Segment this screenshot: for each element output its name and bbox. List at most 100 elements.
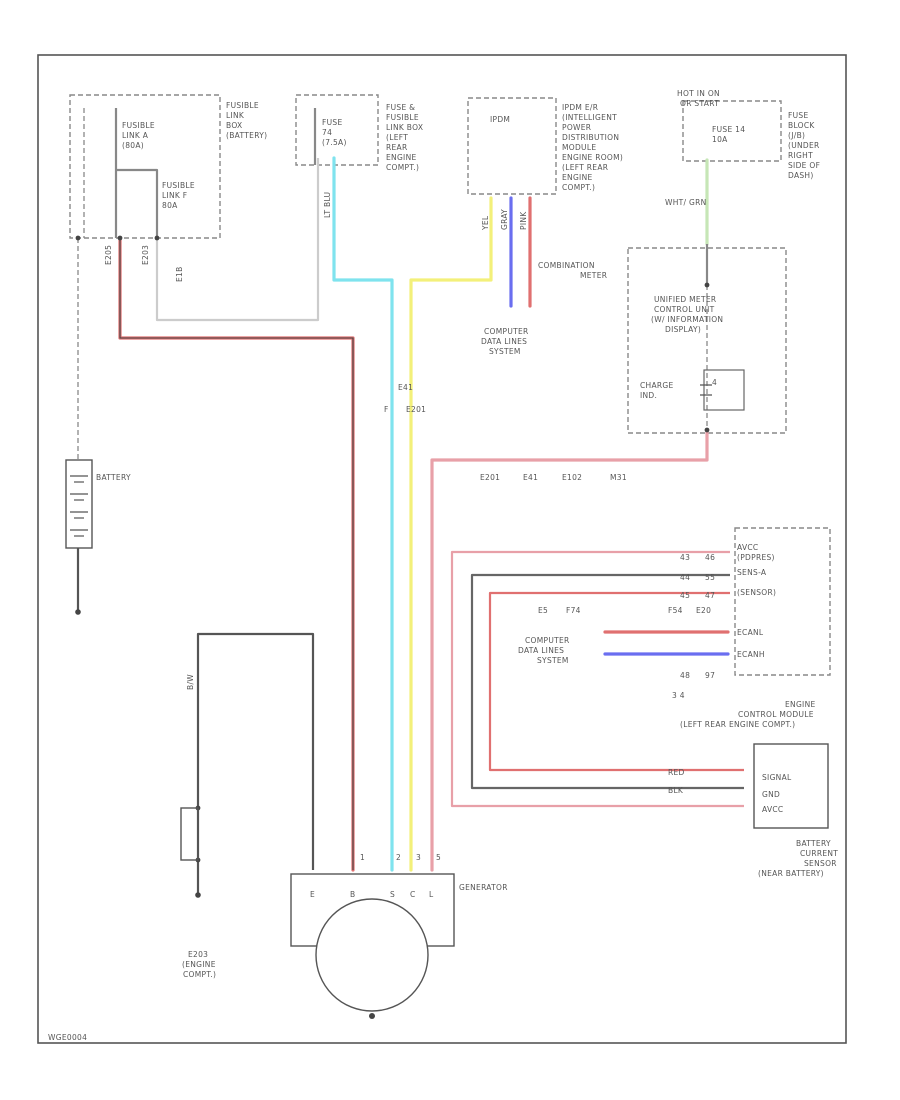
connector-e20: E20 (696, 606, 711, 615)
unified-meter-2: (W/ INFORMATION (651, 315, 723, 324)
charge-ind-1: IND. (640, 391, 657, 400)
wire-code-e205: E205 (104, 245, 113, 265)
fusible-link-f-0: FUSIBLE (162, 181, 195, 190)
fusible-link-box-label-2: BOX (226, 121, 242, 130)
fuse-block-1: BLOCK (788, 121, 815, 130)
ecm-label-1: CONTROL MODULE (738, 710, 814, 719)
fuse-block-2: (J/B) (788, 131, 805, 140)
pin-4: 4 (712, 378, 717, 387)
b-terminal-red-wire (118, 236, 355, 872)
connector-dots (75, 235, 710, 1019)
wire-code-e1b: E1B (175, 266, 184, 282)
generator-body (315, 898, 429, 1012)
combination-meter-0: COMBINATION (538, 261, 595, 270)
pin-43: 43 (680, 553, 690, 562)
footer-code: WGE0004 (48, 1033, 87, 1042)
fuse-74-1: 74 (322, 128, 332, 137)
pin-48: 48 (680, 671, 690, 680)
charge-indicator-lamp (700, 384, 712, 396)
connector-f74: F74 (566, 606, 581, 615)
avcc-pink-wire (450, 550, 744, 808)
ipdm-label-1: (INTELLIGENT (562, 113, 617, 122)
connector-f54: F54 (668, 606, 683, 615)
charge-ind-0: CHARGE (640, 381, 674, 390)
battery-sensor-0: BATTERY (796, 839, 831, 848)
ecm-pin-ecanh: ECANH (737, 650, 765, 659)
wire-code-lt-blu: LT BLU (323, 192, 332, 218)
battery-current-sensor-box (753, 743, 829, 829)
computer-data-2-1: DATA LINES (518, 646, 564, 655)
fuse-block-5: SIDE OF (788, 161, 820, 170)
unified-meter-0: UNIFIED METER (654, 295, 716, 304)
ipdm-label-4: MODULE (562, 143, 596, 152)
fuse-block-3: (UNDER (788, 141, 820, 150)
battery-sensor-2: SENSOR (804, 859, 837, 868)
connector-e41: E41 (523, 473, 538, 482)
hot-in-on-1: OR START (680, 99, 719, 108)
fusible-link-a-0: FUSIBLE (122, 121, 155, 130)
battery-label: BATTERY (96, 473, 131, 482)
ipdm-label-2: POWER (562, 123, 591, 132)
sensor-signal: SIGNAL (762, 773, 792, 782)
ipdm-label-8: COMPT.) (562, 183, 595, 192)
fuse-74-2: (7.5A) (322, 138, 347, 147)
fuse-14-1: 10A (712, 135, 728, 144)
ecm-pin-pdpres: (PDPRES) (737, 553, 775, 562)
gen-term-l: L (429, 890, 434, 899)
computer-data-1-1: DATA LINES (481, 337, 527, 346)
fusible-link-f-2: 80A (162, 201, 178, 210)
e-terminal-ground-wire (196, 632, 315, 870)
pin-46: 46 (705, 553, 715, 562)
fusible-link-f-1: LINK F (162, 191, 187, 200)
fuse-box-label-4: REAR (386, 143, 408, 152)
fuse-box-label-2: LINK BOX (386, 123, 423, 132)
fuse-74-0: FUSE (322, 118, 343, 127)
gen-connector-e201: E201 (406, 405, 426, 414)
pin-3-4: 3 4 (672, 691, 685, 700)
computer-data-1-0: COMPUTER (484, 327, 529, 336)
fusible-link-box-label-1: LINK (226, 111, 245, 120)
fuse-box-label-0: FUSE & (386, 103, 415, 112)
wire-code-bw: B/W (186, 674, 195, 690)
pin-97: 97 (705, 671, 715, 680)
connector-m31: M31 (610, 473, 627, 482)
ground-label-2: COMPT.) (183, 970, 216, 979)
pin-1: 1 (360, 853, 365, 862)
wire-code-yel: YEL (481, 215, 490, 231)
pin-47: 47 (705, 591, 715, 600)
fusible-link-box (69, 94, 221, 239)
ipdm-label-6: (LEFT REAR (562, 163, 608, 172)
ground-label-0: E203 (188, 950, 208, 959)
battery-cells (70, 475, 88, 537)
pin-5: 5 (436, 853, 441, 862)
ecm-label-2: (LEFT REAR ENGINE COMPT.) (680, 720, 795, 729)
fusible-link-a-1: LINK A (122, 131, 149, 140)
fuse-block-0: FUSE (788, 111, 809, 120)
pin-55: 55 (705, 573, 715, 582)
battery-symbol (65, 459, 93, 549)
ipdm-label-0: IPDM E/R (562, 103, 598, 112)
hot-in-on-0: HOT IN ON (677, 89, 720, 98)
gen-connector-f: F (384, 405, 389, 414)
ipdm-label-5: ENGINE ROOM) (562, 153, 623, 162)
fusible-link-box-label-0: FUSIBLE (226, 101, 259, 110)
gen-term-b: B (350, 890, 355, 899)
computer-data-2-2: SYSTEM (537, 656, 569, 665)
ecm-pin-ecanl: ECANL (737, 628, 764, 637)
ecm-pin-sensor: (SENSOR) (737, 588, 776, 597)
wire-code-e203: E203 (141, 245, 150, 265)
gray-feed-wire (155, 158, 320, 322)
charge-indicator (703, 369, 745, 411)
ecm-pin-sens-a: SENS-A (737, 568, 767, 577)
ecm-label-0: ENGINE (785, 700, 816, 709)
fuse-box-label-1: FUSIBLE (386, 113, 419, 122)
l-terminal-pink-wire (430, 428, 709, 872)
combination-meter-box (627, 247, 787, 434)
ecm-box (734, 527, 831, 676)
fuse-box-label-5: ENGINE (386, 153, 417, 162)
pin-3: 3 (416, 853, 421, 862)
sensor-gnd: GND (762, 790, 780, 799)
pin-44: 44 (680, 573, 690, 582)
gen-term-e: E (310, 890, 315, 899)
